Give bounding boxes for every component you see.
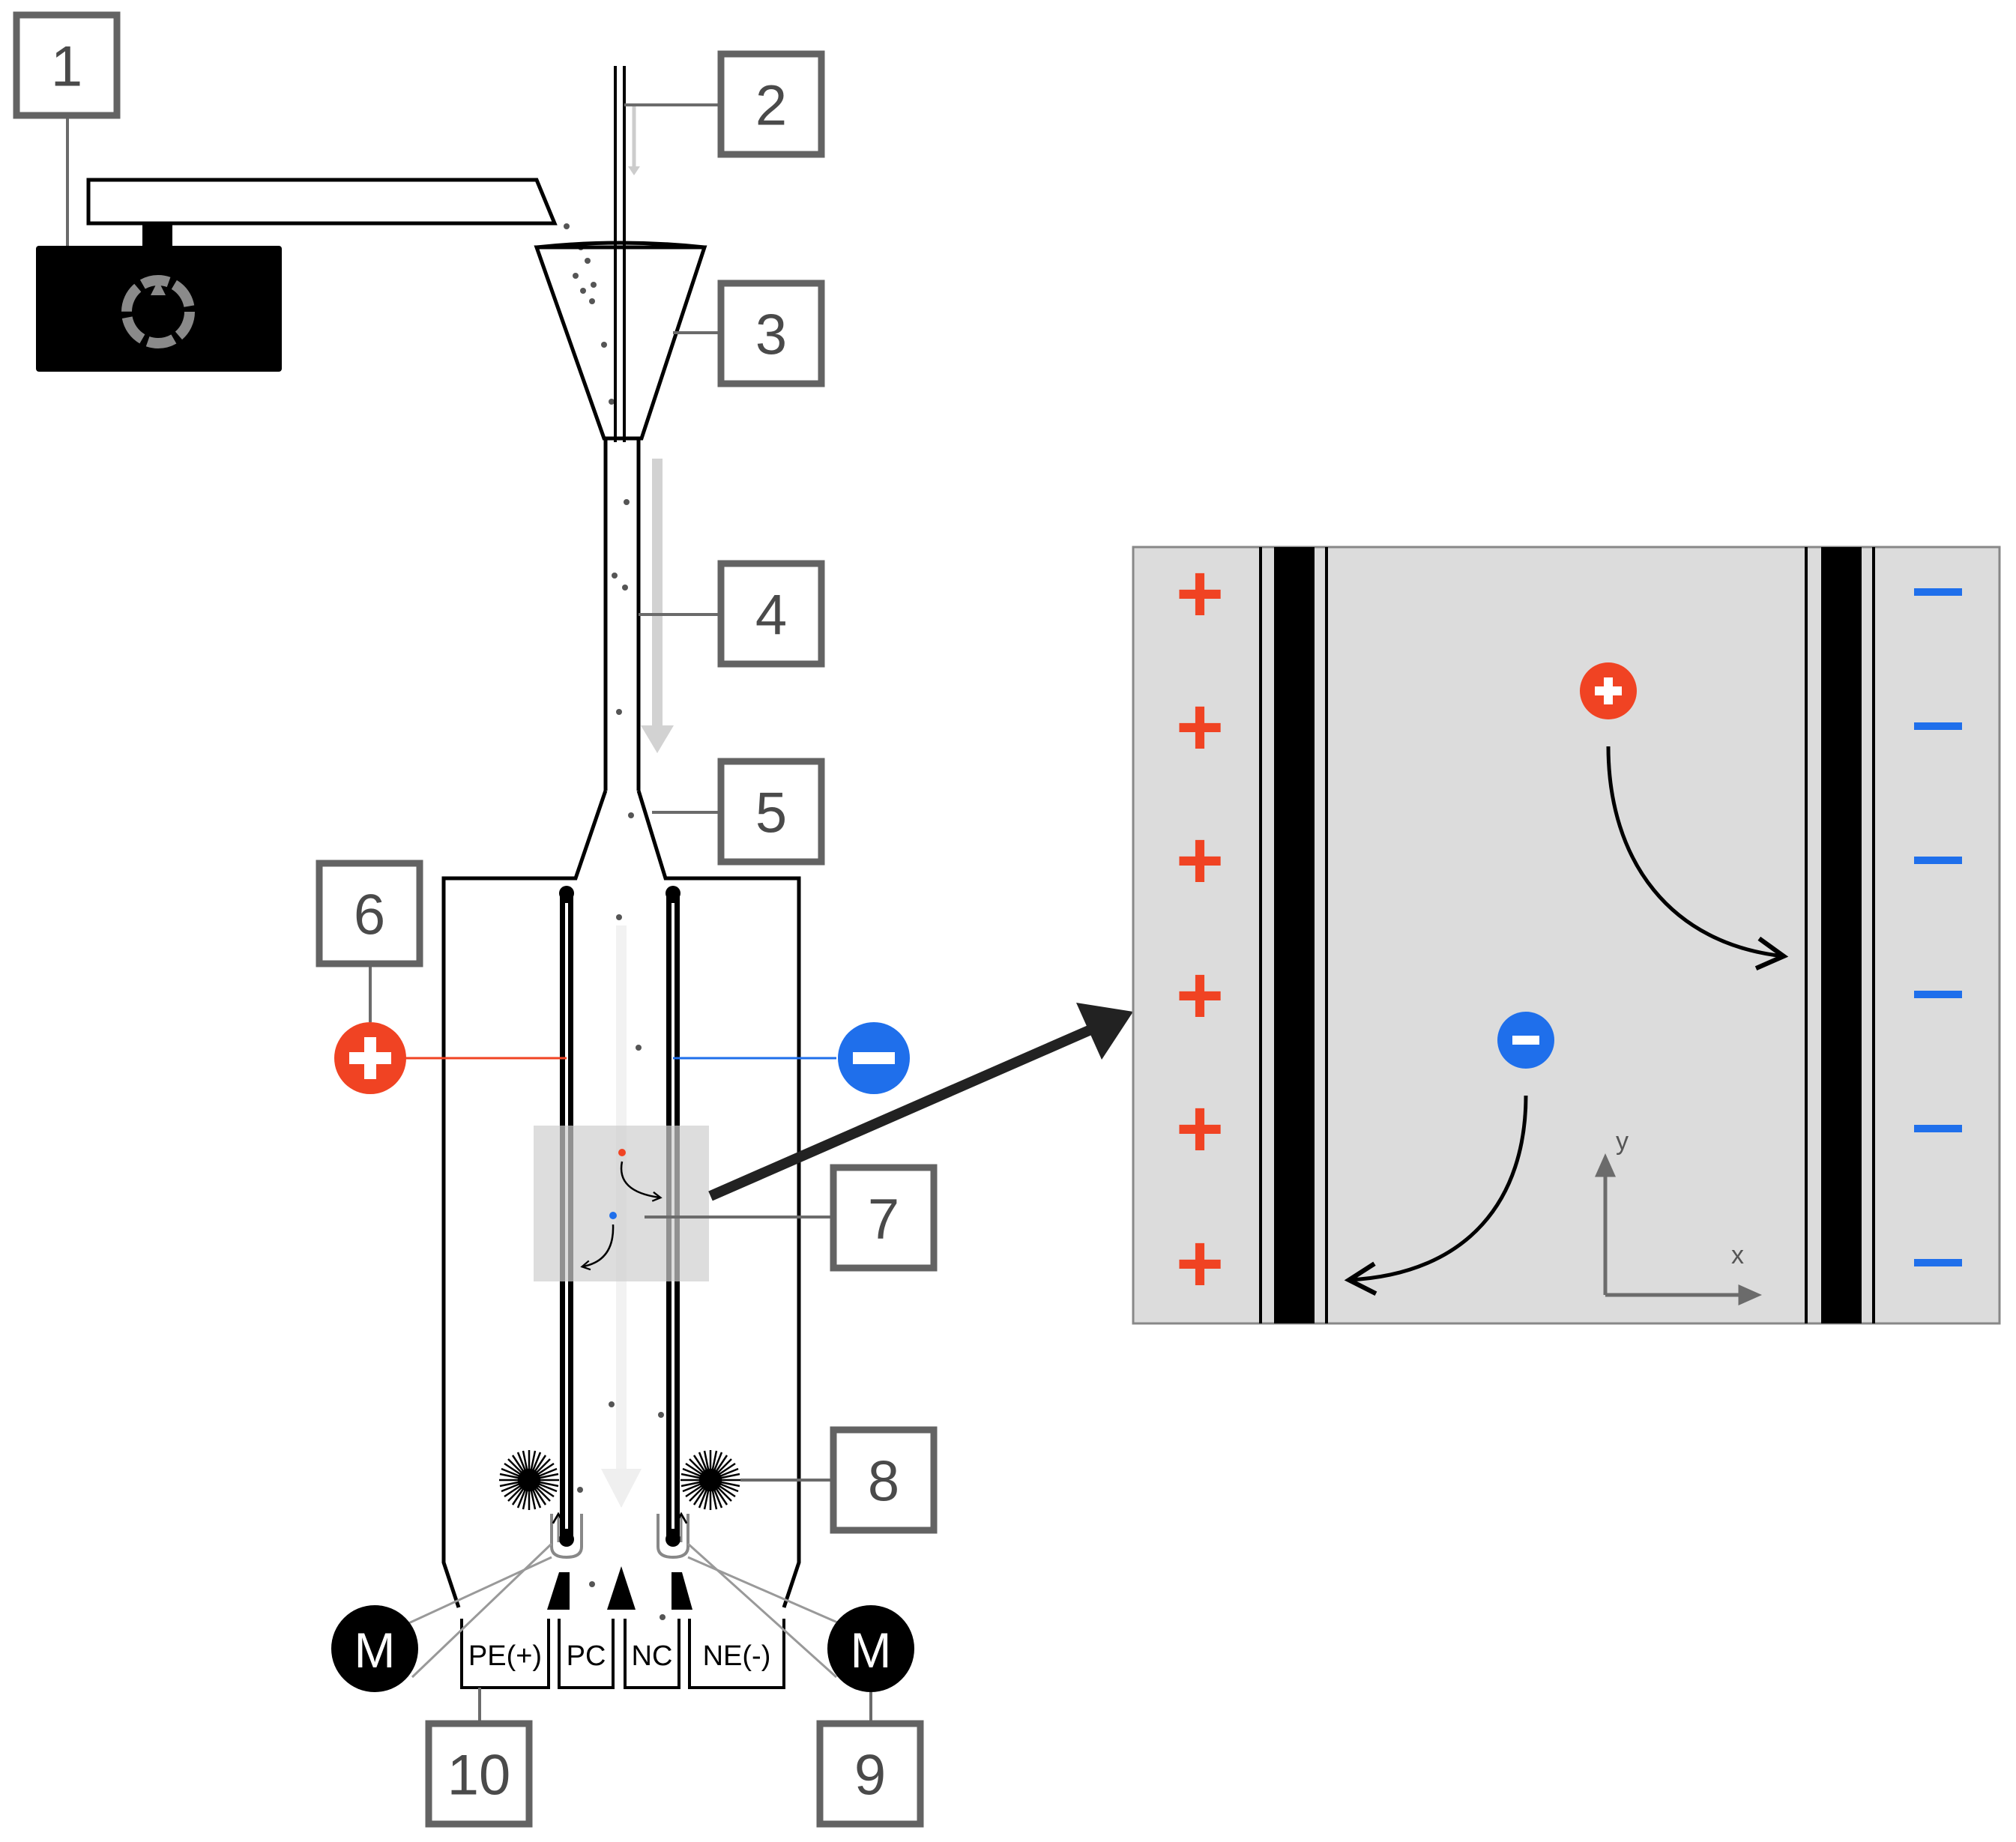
positive-charge-column: + + + + + + [1176,548,1224,1310]
negative-charge-column [1914,588,1962,1266]
callout-1: 1 [13,11,121,119]
brush-icon [680,1450,740,1510]
svg-text:2: 2 [755,74,787,138]
callout-3: 3 [717,280,825,387]
inspection-region [534,1126,709,1281]
svg-text:+: + [1176,1083,1224,1175]
chamber-wall [441,790,801,1608]
svg-text:+: + [1176,1218,1224,1310]
svg-text:1: 1 [51,35,82,99]
svg-text:6: 6 [354,884,385,947]
splitter-blades [547,1566,692,1610]
bin-label-ne: NE(-) [703,1640,771,1672]
leader-lines [66,103,872,1721]
flow-arrow [641,459,674,753]
bin-label-pe: PE(+) [468,1640,542,1672]
drop-tube [603,438,641,818]
svg-text:M: M [354,1622,396,1678]
motor-icon: M [827,1605,914,1692]
callout-2: 2 [717,50,825,158]
zoom-arrow-icon [708,1003,1133,1201]
svg-text:+: + [1176,681,1224,773]
feed-particles [564,223,615,405]
svg-text:+: + [1176,815,1224,907]
injection-rod [614,66,640,442]
callout-9: 9 [816,1720,924,1828]
axis-label-y: y [1616,1127,1629,1156]
funnel-icon [534,245,707,441]
negative-particle [1497,1012,1554,1069]
callout-6: 6 [316,860,423,967]
motor-icon: M [331,1605,418,1692]
minus-terminal-icon [838,1022,910,1094]
positive-particle [1580,662,1637,719]
plus-terminal-icon [334,1022,406,1094]
callout-7: 7 [830,1164,938,1272]
zoom-panel: + + + + + + [1132,546,2001,1325]
bin-label-nc: NC [632,1640,673,1672]
svg-text:+: + [1176,949,1224,1042]
svg-text:+: + [1176,548,1224,640]
callout-8: 8 [830,1426,938,1534]
svg-text:10: 10 [447,1744,511,1808]
bin-label-pc: PC [567,1640,606,1672]
svg-text:5: 5 [755,782,787,845]
vibratory-feeder-icon [36,178,558,372]
svg-text:M: M [851,1622,892,1678]
callout-4: 4 [717,560,825,668]
svg-text:9: 9 [854,1744,886,1808]
axis-label-x: x [1731,1241,1744,1269]
brush-icon [499,1450,559,1510]
svg-text:4: 4 [755,584,787,647]
svg-text:8: 8 [868,1450,899,1514]
callout-10: 10 [425,1720,533,1828]
svg-text:3: 3 [755,304,787,367]
svg-text:7: 7 [868,1188,899,1251]
callout-5: 5 [717,758,825,866]
collection-bins [460,1619,785,1689]
